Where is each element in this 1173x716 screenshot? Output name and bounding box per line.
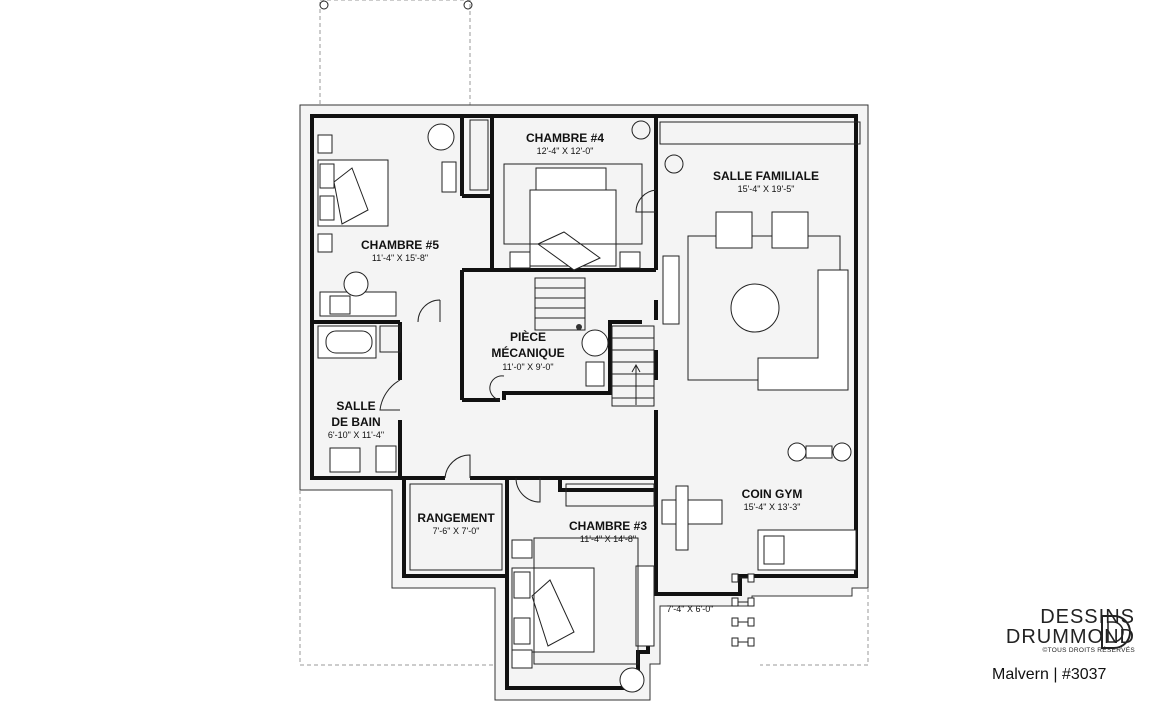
gym-equipment [661,442,857,647]
living-furniture [659,121,861,391]
stairs [534,277,655,407]
room-dims-salle-de-bain: 6'-10" X 11'-4" [328,430,384,440]
bed-chambre5 [317,134,389,253]
room-dims-coin-gym: 15'-4" X 13'-3" [744,502,801,512]
room-dims-chambre3: 11'-4" X 14'-8" [580,534,636,544]
brand-copyright: ©TOUS DROITS RÉSERVÉS [1042,647,1135,654]
room-dims-alcove: 7'-4" X 6'-0" [667,604,714,614]
room-dims-salle-familiale: 15'-4" X 19'-5" [738,184,795,194]
room-dims-chambre5: 11'-4" X 15'-8" [372,253,428,263]
room-name-chambre3: CHAMBRE #3 [569,519,647,533]
room-name-chambre4: CHAMBRE #4 [526,131,604,145]
bed-chambre4 [503,163,643,271]
drummond-logo-icon [1101,615,1131,649]
room-dims-rangement: 7'-6" X 7'-0" [433,526,480,536]
room-name-piece-mecanique-2: MÉCANIQUE [491,345,564,360]
room-name-rangement: RANGEMENT [417,511,495,525]
room-name-piece-mecanique-1: PIÈCE [510,329,546,344]
room-name-coin-gym: COIN GYM [742,487,803,501]
model-label: Malvern | #3037 [992,666,1107,683]
room-dims-piece-mecanique: 11'-0" X 9'-0" [502,362,553,372]
room-name-salle-de-bain-2: DE BAIN [331,415,380,429]
room-name-salle-familiale: SALLE FAMILIALE [713,169,819,183]
bed-chambre3 [511,483,655,693]
room-name-salle-de-bain-1: SALLE [336,399,375,413]
room-dims-chambre4: 12'-4" X 12'-0" [537,146,594,156]
deck-outline [319,0,471,106]
room-name-chambre5: CHAMBRE #5 [361,238,439,252]
